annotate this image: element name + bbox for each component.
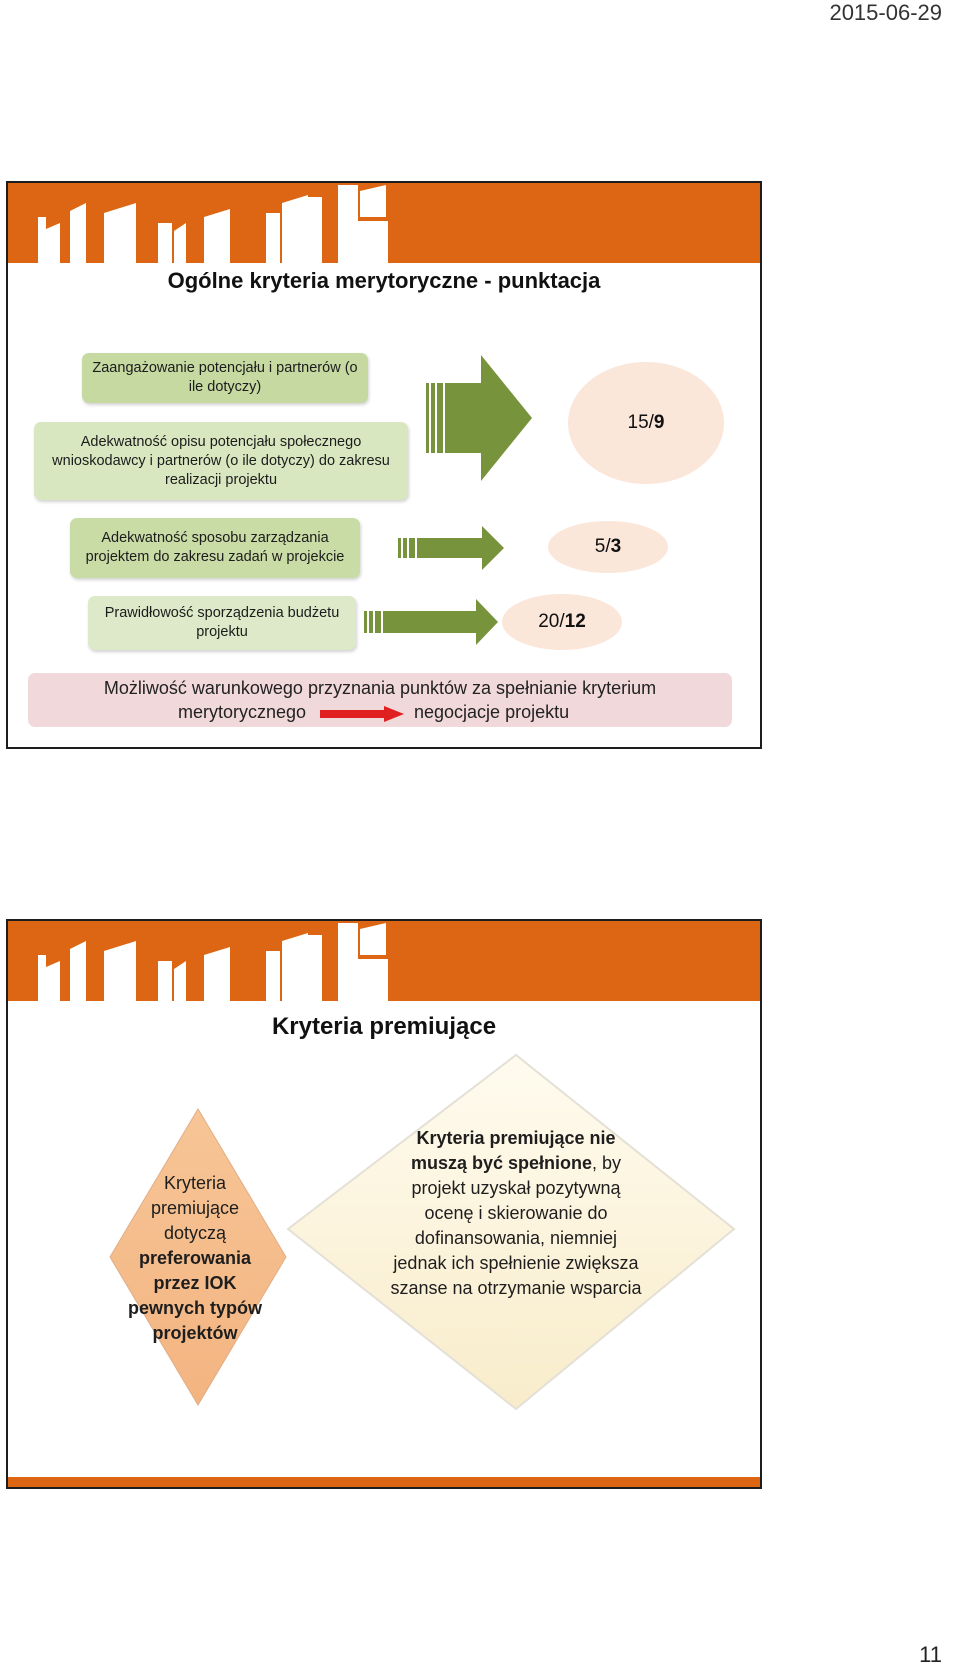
criterion-label: Zaangażowanie potencjału i partnerów (o … [92, 360, 358, 395]
criterion-label: Prawidłowość sporządzenia budżetu projek… [104, 605, 340, 640]
big-green-arrow [426, 355, 532, 481]
criterion-project-management: Adekwatność sposobu zarządzania projekte… [70, 518, 360, 578]
green-arrow-management [398, 526, 504, 570]
banner-logo-shapes [38, 185, 388, 263]
note-right-text: negocjacje projektu [414, 702, 570, 722]
left-bold: preferowania przez IOK pewnych typów pro… [127, 1248, 262, 1343]
slide-title: Ogólne kryteria merytoryczne - punktacja [167, 268, 601, 293]
score-min: 12 [564, 611, 586, 632]
score-max: 15/ [627, 412, 654, 433]
red-arrow-icon [320, 706, 404, 722]
criterion-social-potential: Adekwatność opisu potencjału społecznego… [34, 422, 408, 500]
page-number: 11 [919, 1642, 942, 1667]
document-date: 2015-06-29 [829, 0, 942, 25]
score-min: 9 [653, 412, 665, 433]
diamond-left-text: Kryteria premiujące dotyczą preferowania… [120, 1171, 270, 1346]
score-min: 3 [610, 536, 622, 557]
slide-footer-bar [8, 1477, 760, 1487]
slide-bonus-criteria: Kryteria premiujące Kryteria premiujące … [6, 919, 762, 1489]
score-ellipse-management: 5/3 [548, 521, 668, 573]
slide-banner [8, 183, 760, 263]
diamond-optional [286, 1053, 736, 1411]
criterion-budget: Prawidłowość sporządzenia budżetu projek… [88, 596, 356, 650]
banner-logo-shapes [38, 923, 388, 1001]
right-bold: Kryteria premiujące nie muszą być spełni… [410, 1128, 616, 1173]
diamond-right-text: Kryteria premiujące nie muszą być spełni… [386, 1126, 646, 1301]
note-text: Możliwość warunkowego przyznania punktów… [103, 678, 657, 698]
diamond-preference [109, 1108, 287, 1406]
score-ellipse-budget: 20/12 [502, 594, 622, 650]
conditional-points-note: Możliwość warunkowego przyznania punktów… [28, 673, 732, 727]
score-max: 20/ [538, 611, 565, 632]
right-plain: , by projekt uzyskał pozytywną ocenę i s… [390, 1153, 642, 1298]
slide-scoring-criteria: Ogólne kryteria merytoryczne - punktacja… [6, 181, 762, 749]
score-ellipse-potential: 15/9 [568, 362, 724, 484]
left-plain: Kryteria premiujące dotyczą [150, 1173, 240, 1243]
slide-title: Kryteria premiujące [271, 1013, 497, 1040]
criterion-label: Adekwatność opisu potencjału społecznego… [52, 433, 390, 488]
criterion-label: Adekwatność sposobu zarządzania projekte… [85, 530, 345, 565]
slide-banner [8, 921, 760, 1001]
score-max: 5/ [594, 536, 611, 557]
note-left-text: merytorycznego [178, 702, 307, 722]
criterion-partner-involvement: Zaangażowanie potencjału i partnerów (o … [82, 353, 368, 403]
green-arrow-budget [364, 599, 498, 645]
